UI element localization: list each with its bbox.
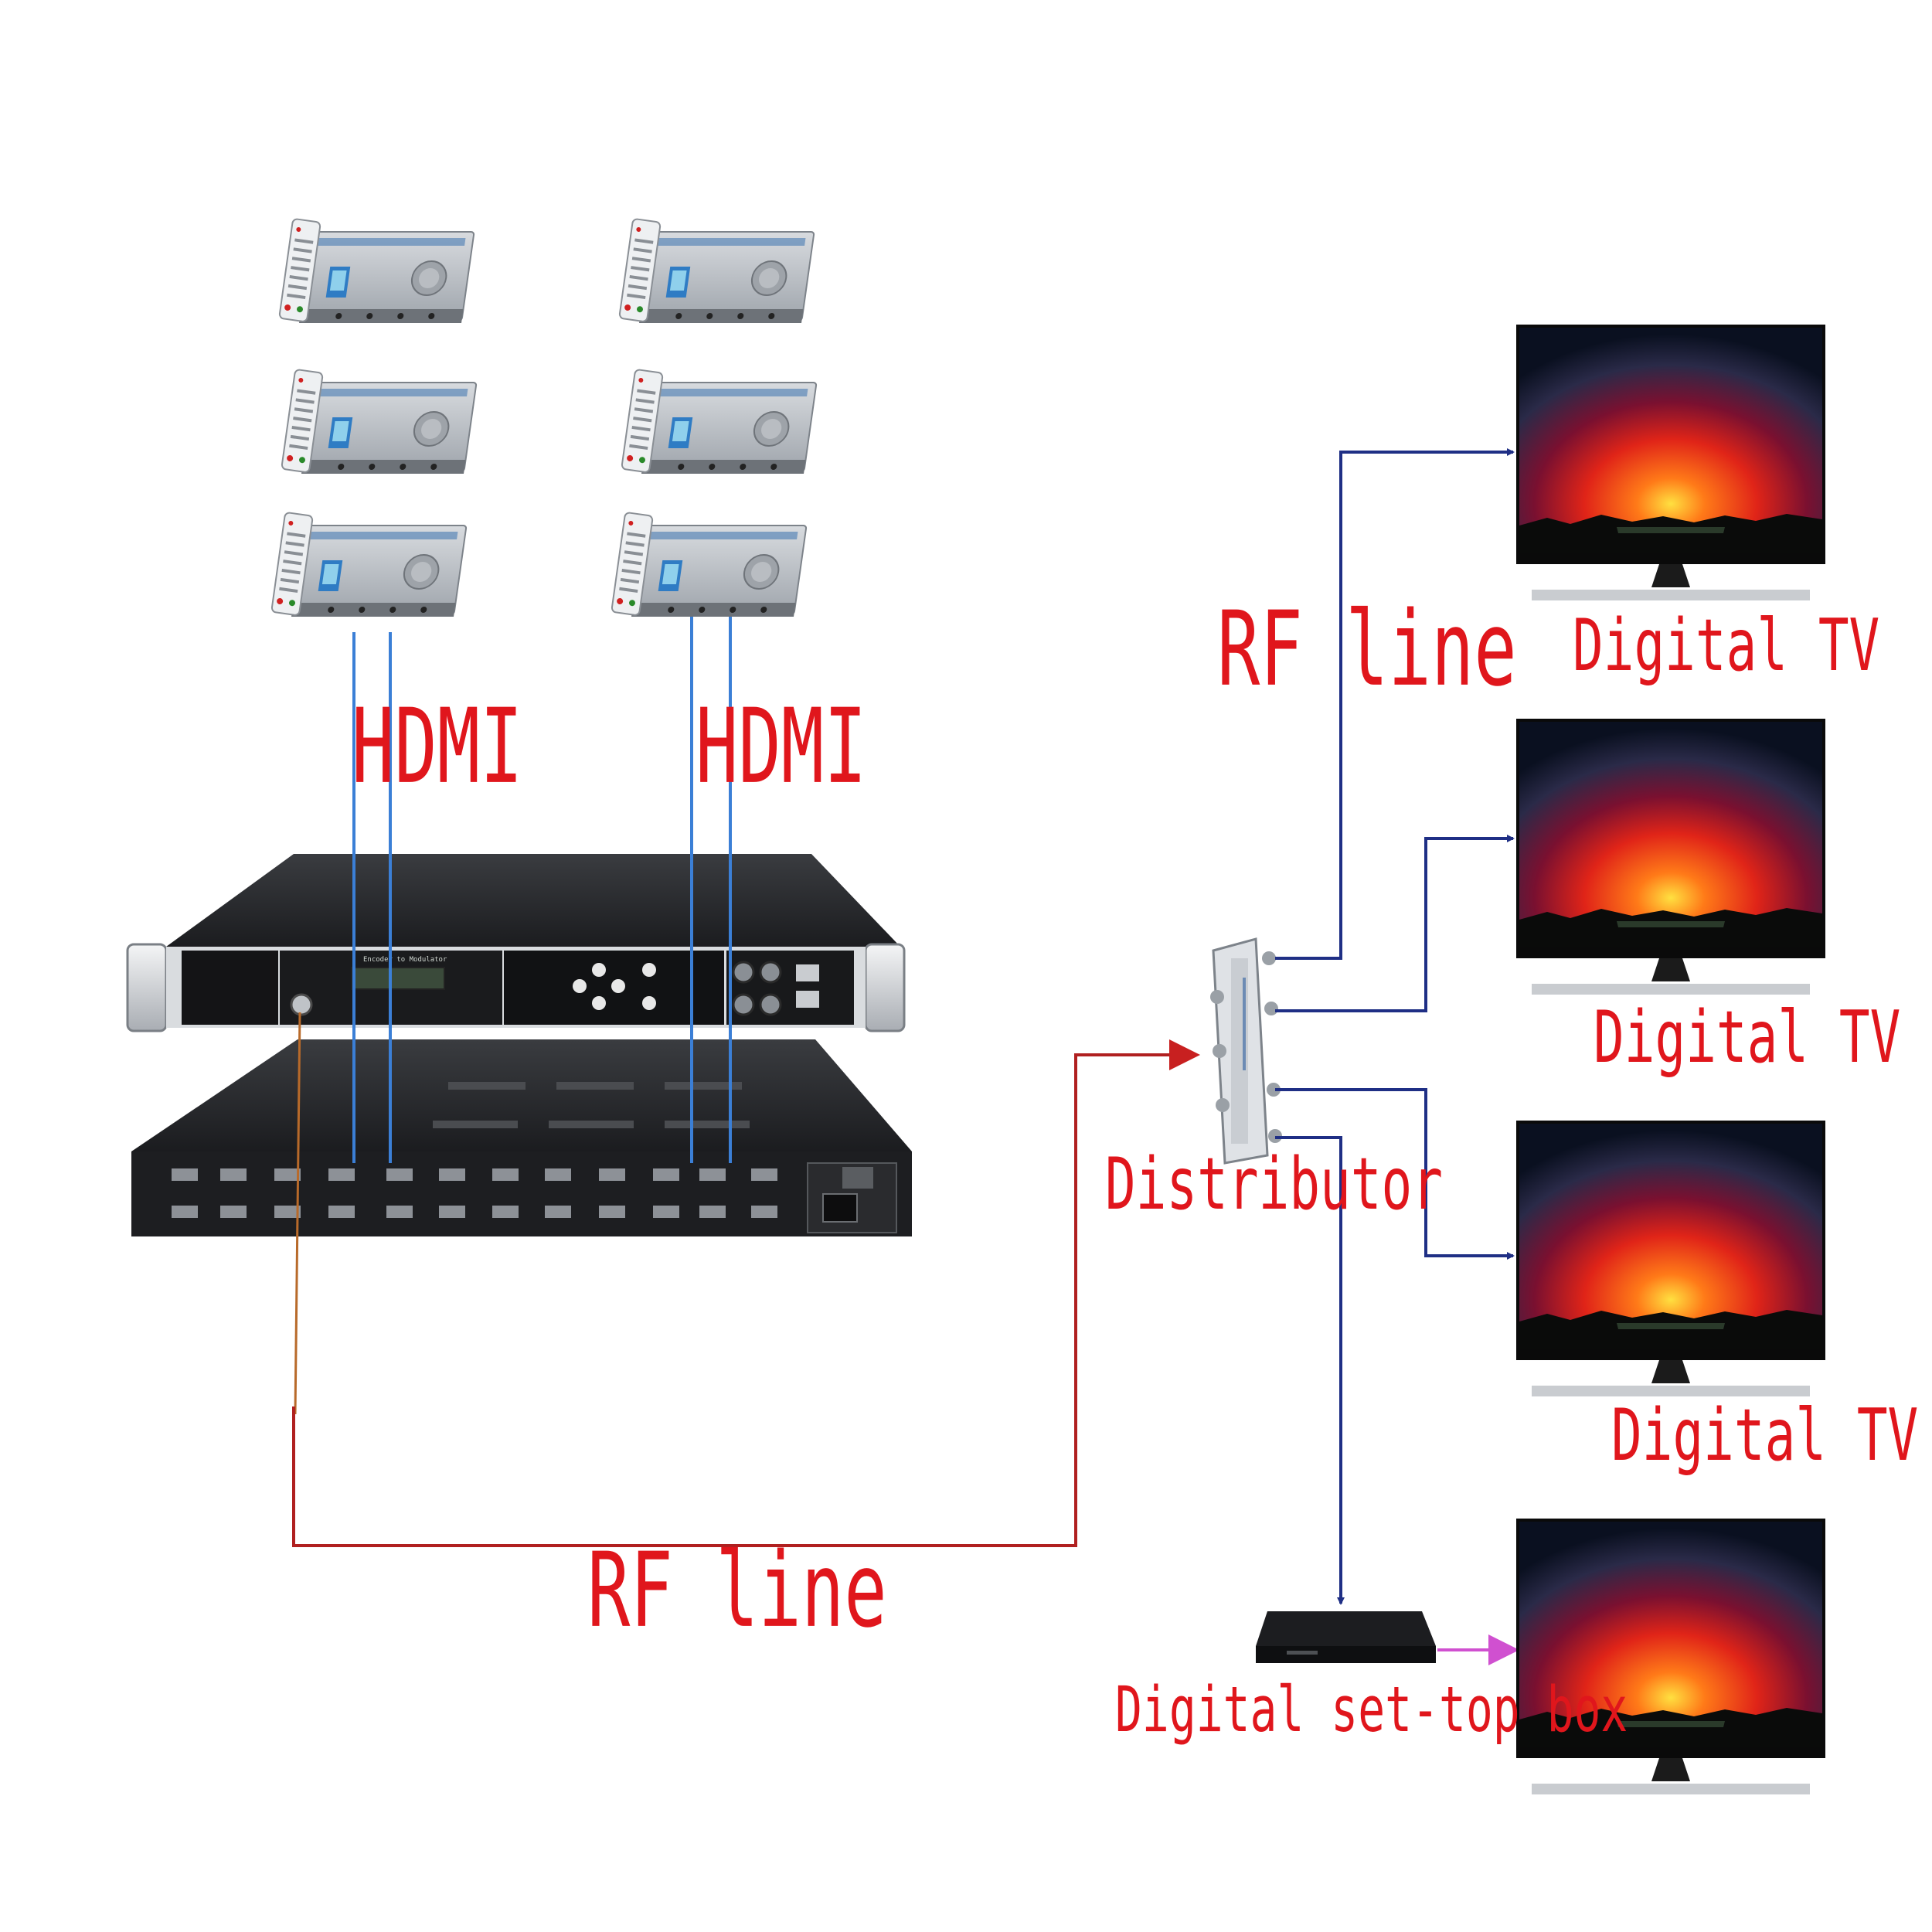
digital-tv-4 [1516, 1519, 1825, 1794]
rf-output-connector [290, 993, 313, 1016]
power-socket [822, 1193, 858, 1223]
encoder-modulator-rear [131, 1039, 912, 1236]
hdmi-label-left: HDMI [352, 688, 523, 808]
front-panel-title: Encoder to Modulator [363, 956, 447, 964]
down-button [592, 996, 606, 1010]
digital-tv-3 [1516, 1121, 1825, 1396]
digital-tv-label-1: Digital TV [1573, 604, 1879, 687]
hdmi-input-ports [172, 1168, 777, 1218]
set-top-box [1256, 1611, 1436, 1663]
receiver-3 [281, 368, 478, 474]
menu-button [642, 963, 656, 977]
satellite-receivers [270, 217, 818, 617]
left-button [573, 979, 587, 993]
receiver-4 [621, 368, 818, 474]
digital-tv-label-2: Digital TV [1594, 995, 1900, 1079]
up-button [592, 963, 606, 977]
rf-line-label-top: RF line [1217, 590, 1517, 710]
set-top-box-label: Digital set-top box [1115, 1673, 1628, 1746]
encoder-modulator-front: Encoder to Modulator [126, 854, 906, 1032]
hdmi-cables [352, 617, 732, 1163]
rf-line-main [292, 1012, 1200, 1547]
distributor-label: Distributor [1105, 1142, 1443, 1226]
hdmi-label-right: HDMI [696, 688, 867, 808]
power-switch [842, 1167, 873, 1189]
digital-tv-1 [1516, 325, 1825, 600]
ok-button [611, 979, 625, 993]
distributor-splitter [1210, 937, 1282, 1165]
rf-line-label-bottom: RF line [587, 1532, 887, 1651]
receiver-1 [278, 217, 475, 324]
esc-button [642, 996, 656, 1010]
digital-tv-label-3: Digital TV [1611, 1393, 1918, 1477]
digital-tv-2 [1516, 719, 1825, 995]
receiver-6 [611, 511, 808, 617]
distribution-lines [1275, 448, 1515, 1605]
receiver-2 [618, 217, 815, 324]
receiver-5 [270, 511, 468, 617]
